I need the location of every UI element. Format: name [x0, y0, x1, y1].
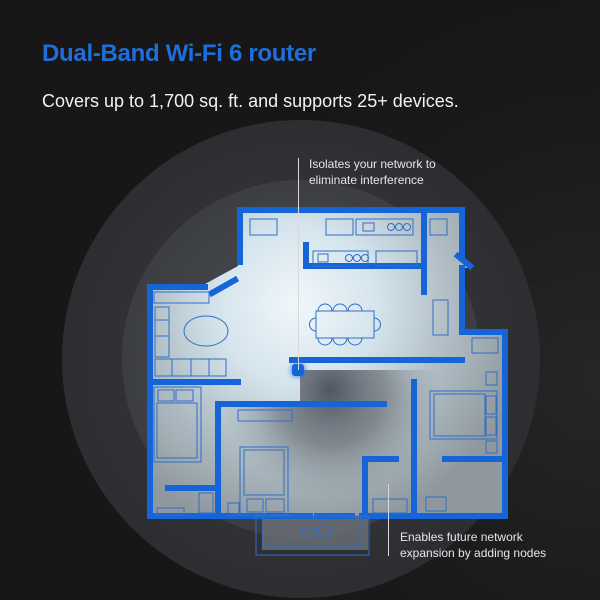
- callout-isolates: Isolates your network to eliminate inter…: [309, 156, 436, 188]
- furniture: [153, 218, 499, 556]
- page-title: Dual-Band Wi-Fi 6 router: [42, 40, 316, 67]
- callout-leader-line: [388, 484, 389, 556]
- callout-line1: Enables future network: [400, 530, 523, 544]
- callout-line2: expansion by adding nodes: [400, 546, 547, 560]
- callout-line1: Isolates your network to: [309, 157, 436, 171]
- callout-line2: eliminate interference: [309, 173, 424, 187]
- callout-expansion: Enables future network expansion by addi…: [400, 529, 546, 561]
- router-dot-icon: [292, 364, 304, 376]
- callout-leader-line: [298, 158, 299, 370]
- page-subtitle: Covers up to 1,700 sq. ft. and supports …: [42, 91, 459, 111]
